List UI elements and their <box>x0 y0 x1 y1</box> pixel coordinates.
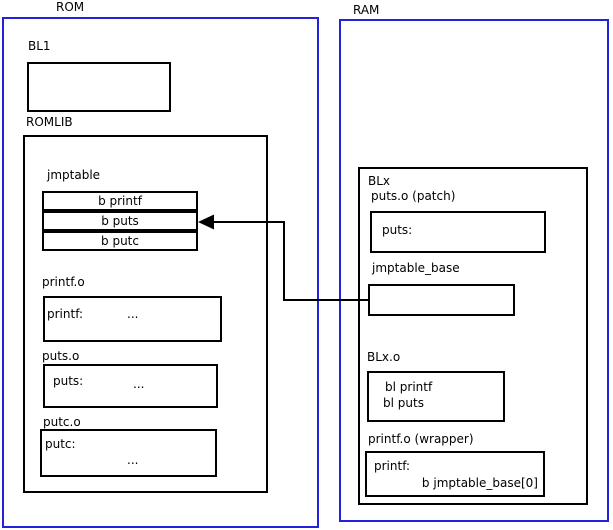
putc-body-ellipsis: ... <box>127 453 139 467</box>
romlib-label: ROMLIB <box>26 115 73 129</box>
puts-body-ellipsis: ... <box>133 377 145 391</box>
jmptable-box: b printf b puts b putc <box>42 191 198 251</box>
puts-patch-label: puts.o (patch) <box>371 189 456 203</box>
bl1-label: BL1 <box>28 39 51 53</box>
printf-symbol: printf: <box>47 307 84 321</box>
puts-patch-box: puts: <box>370 211 546 253</box>
printf-o-box: printf: ... <box>43 296 222 342</box>
blx-label: BLx <box>368 174 391 188</box>
printf-wrapper-body: b jmptable_base[0] <box>421 476 538 490</box>
printf-wrapper-box: printf: b jmptable_base[0] <box>365 451 545 497</box>
jmptable-row-printf: b printf <box>42 191 198 211</box>
puts-patch-symbol: puts: <box>382 223 413 237</box>
jmptable-label: jmptable <box>47 168 101 182</box>
puts-o-box: puts: ... <box>43 364 218 408</box>
blx-o-label: BLx.o <box>367 350 401 364</box>
puts-symbol: puts: <box>53 374 84 388</box>
blx-o-line1: bl printf <box>385 380 433 394</box>
printf-wrapper-symbol: printf: <box>374 459 411 473</box>
jmptable-row-puts: b puts <box>42 211 198 231</box>
ram-region-title: RAM <box>353 3 380 17</box>
jmptable-base-label: jmptable_base <box>372 261 460 275</box>
putc-o-box: putc: ... <box>40 429 217 477</box>
blx-o-line2: bl puts <box>383 396 424 410</box>
printf-body-ellipsis: ... <box>127 307 139 321</box>
rom-region-title: ROM <box>56 0 85 14</box>
printf-wrapper-label: printf.o (wrapper) <box>368 432 474 446</box>
jmptable-row-putc: b putc <box>42 231 198 251</box>
bl1-box <box>27 62 171 112</box>
blx-o-box: bl printf bl puts <box>367 371 505 422</box>
putc-o-label: putc.o <box>43 415 81 429</box>
putc-symbol: putc: <box>45 437 76 451</box>
printf-o-label: printf.o <box>42 275 85 289</box>
jmptable-base-box <box>368 284 515 316</box>
puts-o-label: puts.o <box>42 349 80 363</box>
